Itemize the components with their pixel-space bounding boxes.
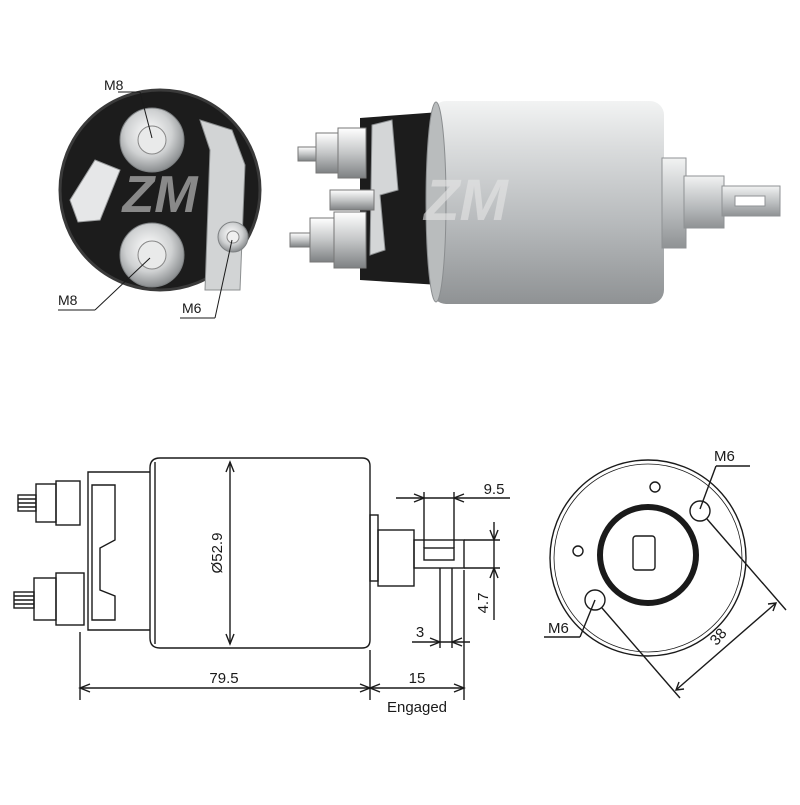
end-view-watermark: ZM	[120, 166, 199, 224]
end-drawing-upper-mount-hole	[689, 500, 711, 522]
leader-line-m6-diag	[214, 239, 233, 319]
drawing-plunger-boss	[369, 514, 379, 582]
drawing-lower-terminal	[13, 572, 85, 626]
side-view-tab-slot	[734, 195, 766, 207]
leader-line-mount-lower	[579, 599, 596, 638]
end-drawing-lower-mount-hole	[584, 589, 606, 611]
side-view-bracket	[369, 119, 399, 256]
end-drawing-small-hole-top	[649, 481, 661, 493]
leader-line-m8-top-diag	[139, 91, 153, 139]
side-view-upper-stud	[297, 127, 367, 179]
drawing-plunger-shaft	[377, 529, 415, 587]
leader-line-m8-bottom-diag	[94, 257, 151, 311]
side-view-small-stud	[329, 189, 375, 211]
drawing-plunger-tab	[413, 539, 465, 569]
small-terminal-stud	[217, 221, 249, 253]
dim-travel-label: 15	[409, 670, 426, 687]
dim-offset-label: 4.7	[475, 593, 492, 614]
drawing-can-outline	[149, 457, 371, 649]
dim-tab-thickness-label: 3	[416, 624, 424, 641]
label-mount-upper: M6	[714, 448, 735, 465]
dim-slot-label: 9.5	[484, 481, 505, 498]
leader-line-mount-upper	[699, 465, 717, 510]
end-drawing-inner-ring	[553, 463, 743, 653]
dim-diameter-label: Ø52.9	[209, 533, 226, 574]
end-drawing-plunger-slot	[632, 535, 656, 571]
drawing-tab-slot	[423, 547, 455, 561]
label-mount-lower: M6	[548, 620, 569, 637]
label-m6-terminal: M6	[182, 300, 202, 316]
dim-travel-state-label: Engaged	[387, 699, 447, 716]
top-terminal-stud	[119, 107, 185, 173]
side-view-watermark: ZM	[422, 168, 509, 233]
end-drawing-outer	[549, 459, 747, 657]
side-view-can	[432, 101, 664, 304]
drawing-upper-terminal	[17, 480, 81, 526]
label-m8-top: M8	[104, 77, 124, 93]
end-drawing-small-hole-left	[572, 545, 584, 557]
side-view-lower-stud	[289, 211, 367, 269]
end-drawing-plunger-ring	[597, 504, 699, 606]
side-view-plunger	[683, 175, 725, 229]
end-view-photo: ZM M8 M8 M6	[58, 77, 262, 319]
drawing-cap-outline	[87, 471, 150, 631]
dim-length-label: 79.5	[209, 670, 238, 687]
side-view-can-lip	[425, 101, 447, 303]
side-view-plunger-boss	[661, 157, 687, 249]
end-technical-drawing	[544, 459, 787, 699]
dim-hole-spacing-line	[675, 602, 777, 691]
end-view-strap	[69, 159, 121, 223]
end-view-rim	[58, 88, 262, 292]
side-view-photo: ZM	[289, 101, 781, 304]
label-m8-bottom: M8	[58, 292, 78, 308]
side-technical-drawing	[13, 457, 510, 700]
